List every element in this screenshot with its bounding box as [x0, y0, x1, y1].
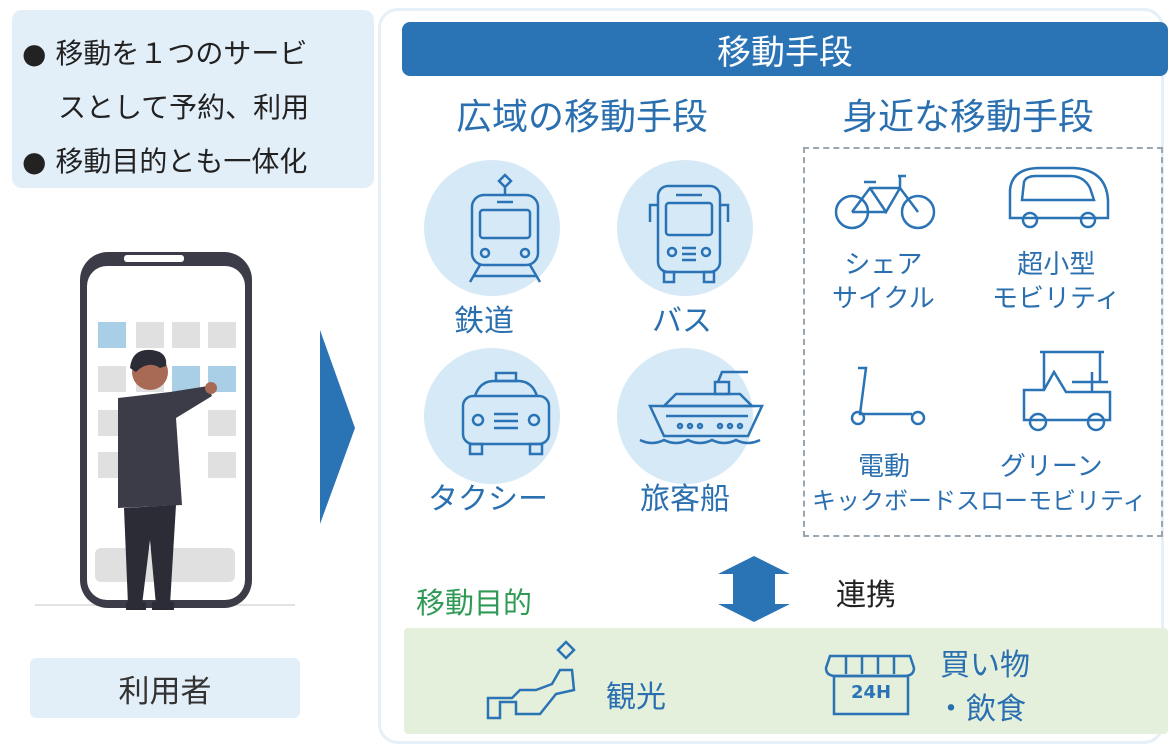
bus-circle [617, 160, 753, 296]
shopping-label-line1: 買い物 [940, 648, 1030, 683]
info-line-2: スとして予約、利用 [58, 91, 310, 124]
e-kickboard-line1: 電動 [857, 452, 910, 482]
means-header: 移動手段 [402, 22, 1168, 76]
share-cycle-line2: サイクル [832, 284, 935, 314]
green-slow-mobility-label: グリーン スローモビリティ [956, 450, 1147, 518]
shopping-label-line2: ・飲食 [936, 692, 1026, 727]
link-label: 連携 [836, 578, 896, 613]
ship-label: 旅客船 [640, 482, 730, 517]
purpose-label: 移動目的 [416, 586, 533, 620]
user-label: 利用者 [30, 658, 300, 718]
sightseeing-label: 観光 [606, 680, 666, 715]
nearby-modes-box [803, 147, 1163, 537]
wide-area-title: 広域の移動手段 [456, 97, 709, 138]
micro-mobility-line2: モビリティ [992, 284, 1121, 314]
nearby-title: 身近な移動手段 [842, 97, 1095, 138]
bus-label: バス [652, 304, 712, 339]
green-slow-mobility-line1: グリーン [999, 452, 1103, 482]
micro-mobility-label: 超小型 モビリティ [992, 248, 1120, 316]
e-kickboard-line2: キックボード [812, 487, 956, 515]
info-line-1: ● 移動を１つのサービ [22, 37, 308, 70]
micro-mobility-line1: 超小型 [1017, 250, 1096, 280]
share-cycle-line1: シェア [844, 250, 923, 280]
info-line-3: ● 移動目的とも一体化 [22, 145, 308, 178]
share-cycle-label: シェア サイクル [832, 248, 935, 316]
green-slow-mobility-line2: スローモビリティ [956, 487, 1147, 515]
railway-label: 鉄道 [454, 304, 514, 339]
info-box [12, 10, 374, 188]
store-24h-sign: 24H [850, 682, 892, 703]
e-kickboard-label: 電動 キックボード [812, 450, 956, 518]
taxi-label: タクシー [428, 482, 548, 517]
purpose-box [404, 628, 1168, 734]
